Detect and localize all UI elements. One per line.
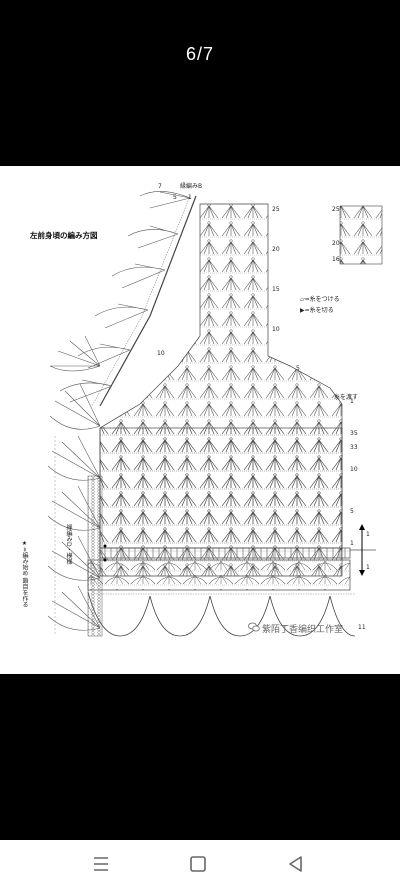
legend-attach-yarn: ▱=糸をつける: [300, 296, 340, 303]
back-triangle-icon[interactable]: [284, 852, 308, 876]
diagram-title: 左前身頃の編み方図: [30, 231, 98, 240]
edge-b-label: 縁編みB: [180, 183, 203, 190]
start-chain-label: ★=編み始め 鎖目を作る: [21, 540, 28, 608]
home-square-icon[interactable]: [186, 852, 210, 876]
edge-d-label: 縁編みD・模様: [65, 524, 72, 565]
inset-row-number: 20: [332, 240, 340, 247]
crochet-chart-drawing: [47, 191, 383, 637]
crochet-diagram-image[interactable]: 左前身頃の編み方図 縁編みB 7 5 1 10 25 20 15 10 5 1 …: [0, 166, 400, 674]
row-number: 20: [272, 246, 280, 253]
menu-icon[interactable]: [89, 852, 113, 876]
row-number: 35: [350, 430, 358, 437]
attach-symbol-icon: ▱: [300, 296, 305, 303]
row-number: 25: [272, 206, 280, 213]
image-viewer-top-bar: 6/7: [0, 0, 400, 166]
row-number: 10: [272, 326, 280, 333]
cut-symbol-icon: ▶: [300, 307, 305, 314]
row-mark-1: 1: [188, 194, 192, 201]
wechat-icon: [248, 622, 260, 632]
row-mark-5: 5: [173, 194, 177, 201]
watermark-text: 紫陌丁香编织工作室: [262, 625, 344, 635]
page-counter: 6/7: [185, 44, 215, 64]
row-number: 1: [350, 398, 354, 405]
row-number: 1: [366, 531, 370, 538]
row-mark-10: 10: [157, 350, 165, 357]
row-number: 10: [350, 466, 358, 473]
legend-cut-yarn: ▶=糸を切る: [300, 307, 334, 314]
image-viewer-bottom-area: [0, 674, 400, 840]
pass-yarn-label: 糸を渡す: [334, 394, 359, 401]
inset-row-number: 16: [332, 256, 340, 263]
row-number: 15: [272, 286, 280, 293]
row-number: 11: [358, 624, 366, 631]
row-mark-7: 7: [158, 183, 162, 190]
row-number: 1: [350, 540, 354, 547]
row-number: 5: [296, 365, 300, 372]
inset-row-number: 25: [332, 206, 340, 213]
row-number: 1: [366, 564, 370, 571]
row-number: 5: [350, 508, 354, 515]
row-number: 33: [350, 444, 358, 451]
system-navigation-bar: [0, 840, 400, 889]
